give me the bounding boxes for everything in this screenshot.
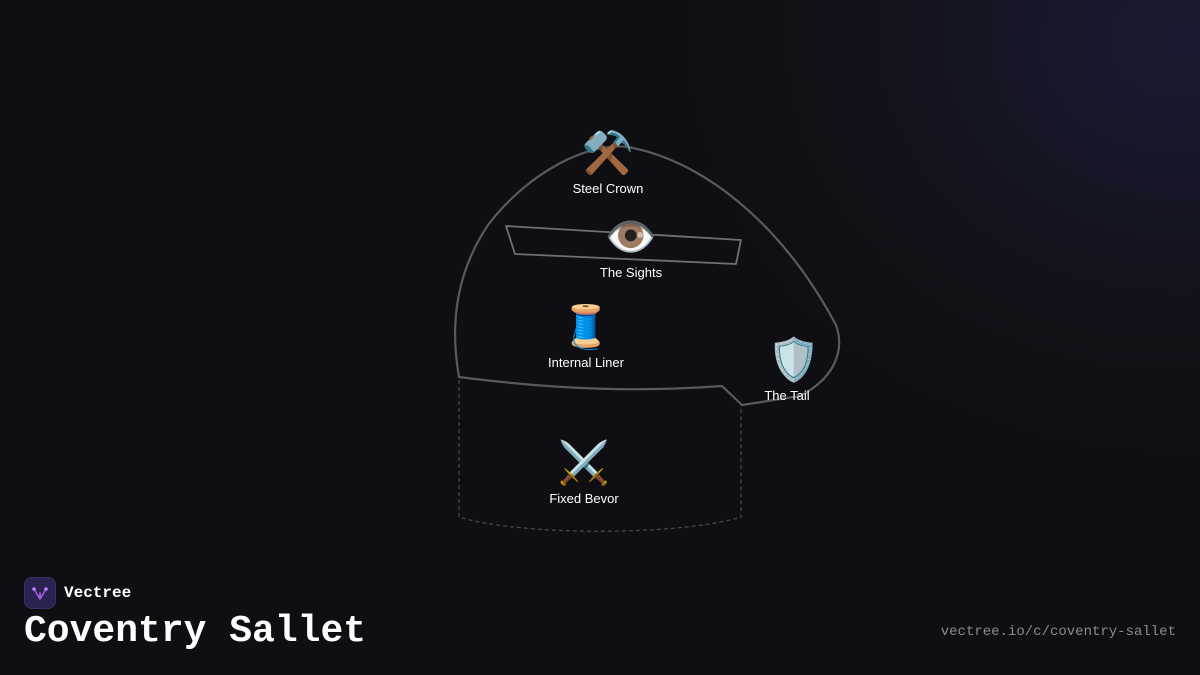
brand[interactable]: Vectree [24,577,131,609]
brand-name: Vectree [64,584,132,602]
part-label: Steel Crown [572,181,644,196]
page-title: Coventry Sallet [24,610,367,653]
part-steel-crown[interactable]: ⚒️ Steel Crown [528,129,688,196]
part-label: The Sights [599,265,663,280]
bevor-dashed-outline [458,380,742,532]
part-label: Fixed Bevor [549,491,619,506]
page-url[interactable]: vectree.io/c/coventry-sallet [940,624,1176,640]
part-fixed-bevor[interactable]: ⚔️ Fixed Bevor [504,439,664,506]
eye-icon: 👁️ [604,213,658,260]
part-the-sights[interactable]: 👁️ The Sights [551,213,711,280]
hammer-and-pick-icon: ⚒️ [581,129,635,176]
part-internal-liner[interactable]: 🧵 Internal Liner [506,303,666,370]
part-the-tail[interactable]: 🛡️ The Tail [714,336,874,403]
tree-branch-icon [24,577,56,609]
part-label: Internal Liner [548,355,624,370]
crossed-swords-icon: ⚔️ [557,439,611,486]
helmet-shell-outline [454,145,841,407]
shield-icon: 🛡️ [767,336,821,383]
thread-spool-icon: 🧵 [559,303,613,350]
visor-slit-outline [505,225,742,265]
part-label: The Tail [764,388,810,403]
